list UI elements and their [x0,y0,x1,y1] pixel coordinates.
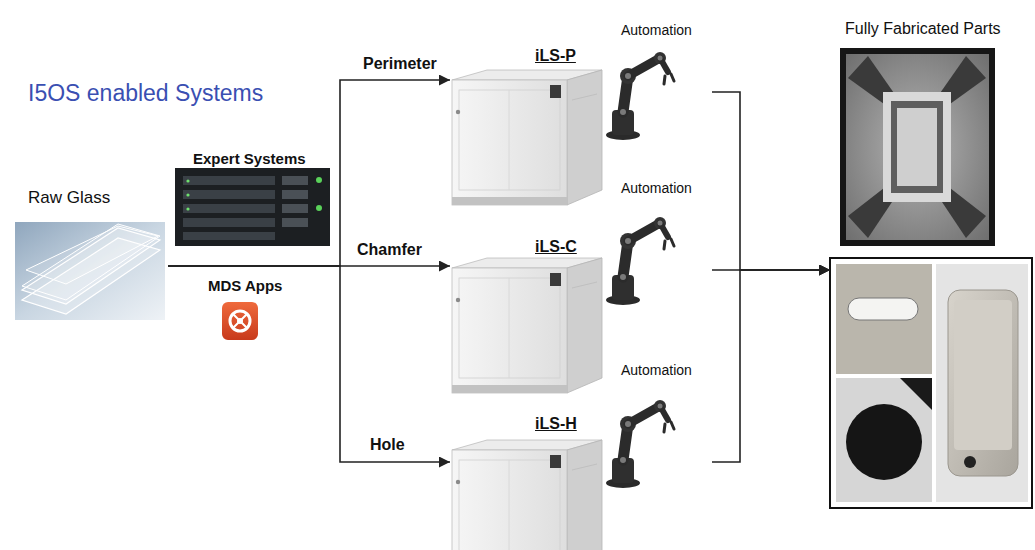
process-label: Chamfer [355,241,424,259]
node-label: Automation [621,362,692,378]
output-parts: Fully Fabricated Parts [830,20,1032,510]
node-label: iLS-P [535,47,576,65]
raw-glass-picture [15,222,165,320]
flow-arrow [712,92,830,270]
finished-parts-picture [830,258,1032,508]
frame-part-picture-detail [840,48,995,246]
app-icon-detail [230,311,250,331]
node-label: Fully Fabricated Parts [845,20,1001,38]
machine-station: iLS-H [450,415,602,548]
finished-parts-picture-detail [948,290,1018,476]
frame-part-picture-detail [846,54,989,240]
server-rack-picture-detail [316,205,322,211]
finished-parts-picture-detail [836,264,932,374]
finished-parts-picture-detail [848,298,918,320]
machine-station: iLS-P [450,47,602,205]
laser-machine [452,258,602,393]
machine-station: iLS-C [450,238,602,395]
finished-parts-picture-detail [830,258,1032,508]
robot-station: Automation [615,22,712,140]
finished-parts-picture-detail [846,404,922,480]
process-label: Hole [368,436,407,454]
server-rack-picture-detail [282,190,308,199]
app-label: MDS Apps [208,277,282,294]
laser-machine [452,440,602,550]
laser-machine [452,70,602,205]
server-rack-picture-detail [175,168,330,246]
frame-part-picture-detail [891,101,943,193]
node-label: Automation [621,180,692,196]
server-rack-picture [175,168,330,246]
server-rack-picture-detail [186,207,189,210]
app-icon-detail [237,318,243,324]
app-icon [222,302,258,340]
server-rack-picture-detail [183,204,275,213]
frame-part-picture-detail [897,108,937,186]
server-rack-picture-detail [183,176,275,185]
diagram-title: I5OS enabled Systems [28,80,263,106]
server-rack-picture-detail [282,176,308,185]
finished-parts-picture-detail [900,378,932,410]
raw-glass-picture-detail [15,222,165,320]
node-label: iLS-C [535,238,577,256]
finished-parts-picture-detail [836,378,932,502]
robot-station: Automation [615,180,712,305]
node-label: Automation [621,22,692,38]
server-rack-picture-detail [183,232,275,240]
flow-arrow [168,80,450,266]
app-icon-detail [222,302,258,340]
flow-arrow [168,266,450,462]
robot-station: Automation [615,362,712,487]
node-label: Raw Glass [28,188,110,208]
frame-part-picture [840,48,995,246]
finished-parts-picture-detail [964,456,976,468]
server-rack-picture-detail [316,177,322,183]
server-rack-picture-detail [186,179,189,182]
server-rack-picture-detail [282,218,308,227]
flow-arrow [712,270,830,462]
finished-parts-picture-detail [936,264,1028,502]
robot-arm [606,400,674,488]
frame-part-picture-detail [883,92,951,202]
robot-arm [606,52,674,140]
finished-parts-picture-detail [954,300,1012,450]
process-label: Perimeter [361,55,439,73]
raw-glass-picture-detail [22,224,160,300]
robot-arm [606,217,674,305]
raw-material: Raw Glass [15,188,168,322]
server-rack-picture-detail [183,190,275,199]
server-rack-picture-detail [186,193,189,196]
raw-glass-picture-detail [26,226,158,284]
server-rack-picture-detail [183,218,275,227]
server-rack-picture-detail [282,204,308,213]
system-label: Expert Systems [193,150,306,167]
node-label: iLS-H [535,415,577,433]
app-icon-detail [233,314,247,328]
